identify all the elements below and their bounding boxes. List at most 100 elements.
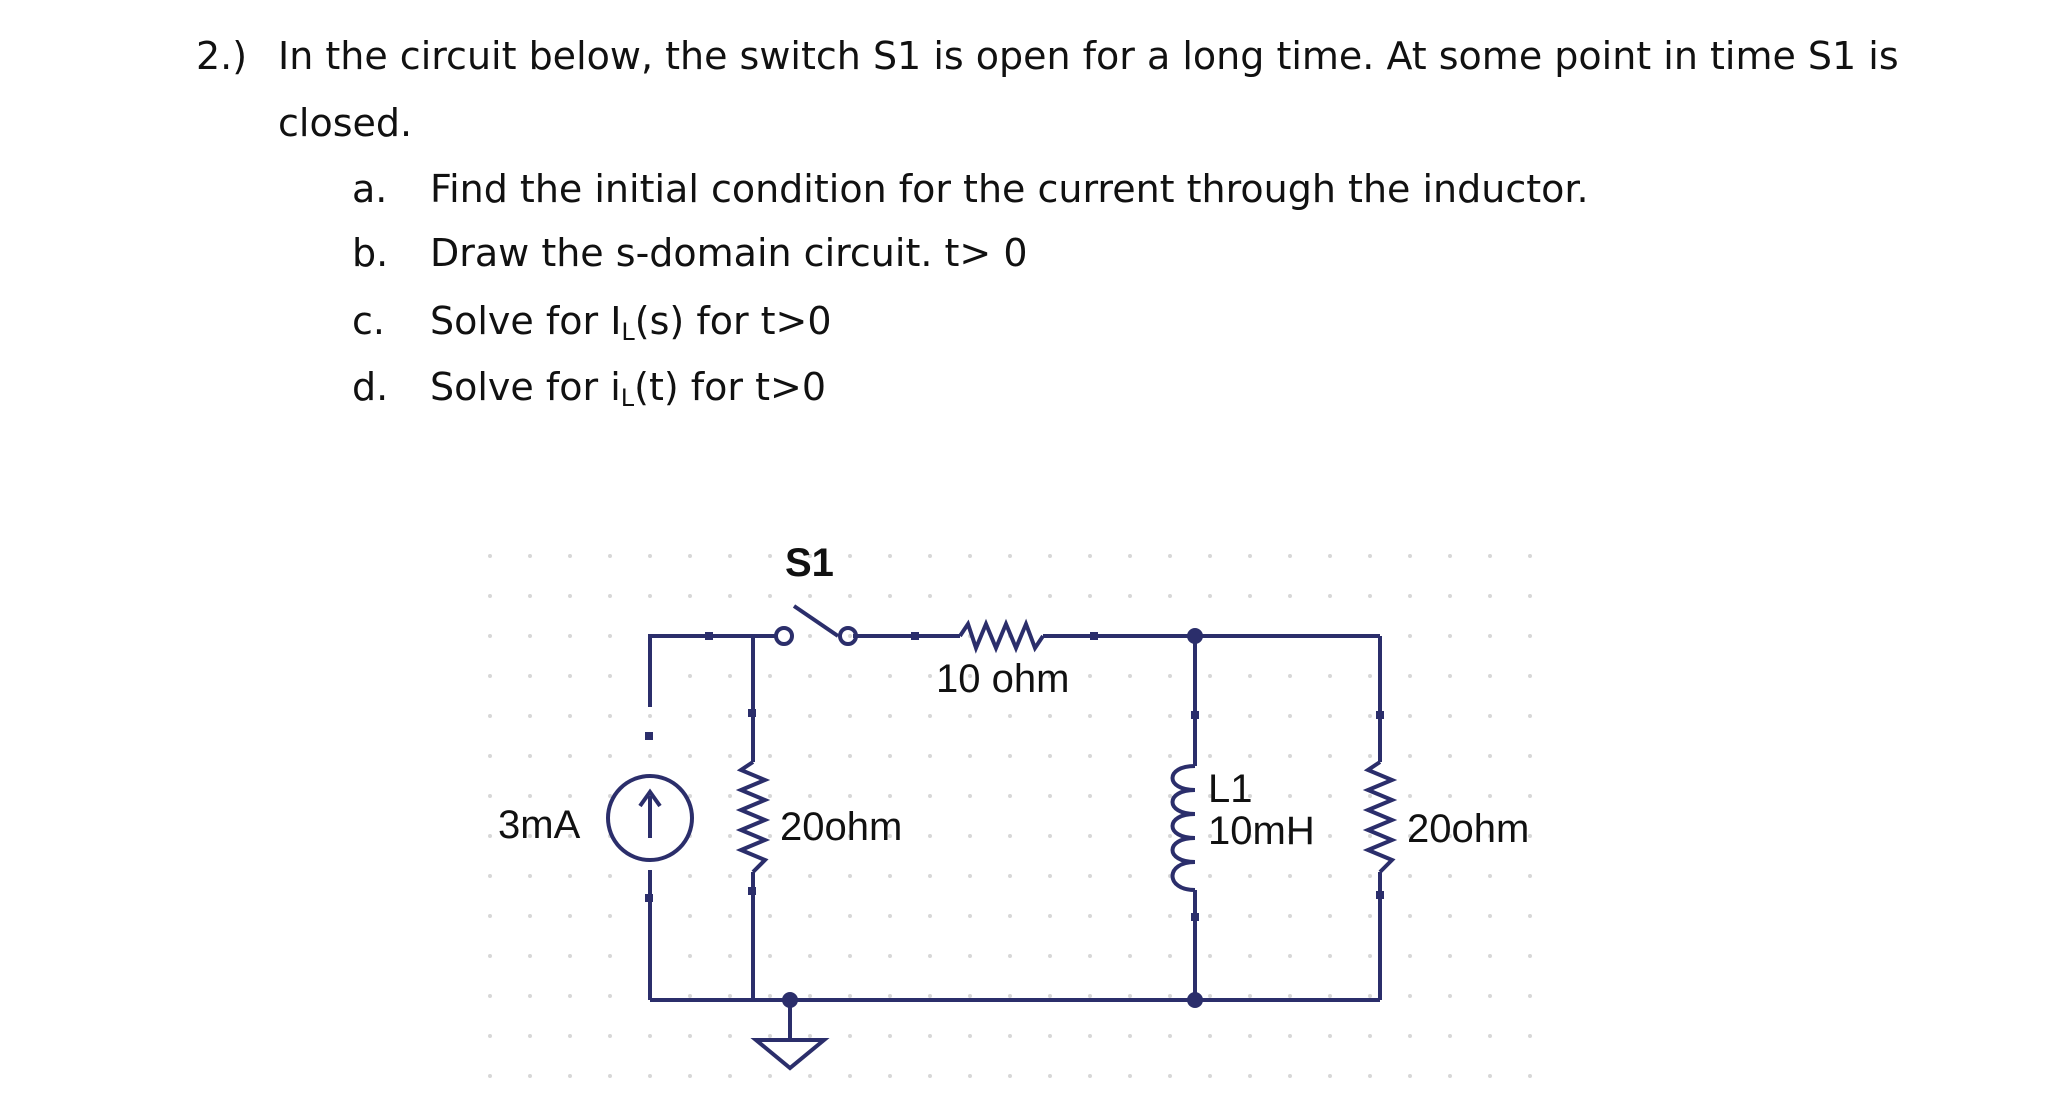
grid-dot — [1328, 834, 1332, 838]
grid-dot — [1088, 714, 1092, 718]
part-a-letter: a. — [352, 167, 388, 211]
grid-dot — [688, 794, 692, 798]
grid-dot — [608, 634, 612, 638]
switch-s1 — [774, 604, 858, 646]
grid-dot — [1128, 994, 1132, 998]
grid-dot — [1128, 954, 1132, 958]
grid-dot — [1368, 914, 1372, 918]
grid-dot — [1448, 874, 1452, 878]
grid-dot — [768, 554, 772, 558]
grid-dot — [968, 754, 972, 758]
grid-dot — [568, 674, 572, 678]
grid-dot — [1528, 554, 1532, 558]
grid-dot — [608, 954, 612, 958]
grid-dot — [848, 714, 852, 718]
grid-dot — [848, 594, 852, 598]
grid-dot — [1048, 754, 1052, 758]
grid-dot — [928, 714, 932, 718]
grid-dot — [1448, 1034, 1452, 1038]
grid-dot — [1208, 794, 1212, 798]
grid-dot — [1008, 994, 1012, 998]
grid-dot — [1088, 954, 1092, 958]
grid-dot — [1448, 634, 1452, 638]
grid-dot — [1128, 594, 1132, 598]
grid-dot — [1488, 634, 1492, 638]
grid-dot — [928, 914, 932, 918]
grid-dot — [1088, 874, 1092, 878]
part-d-pre: Solve for i — [430, 365, 621, 409]
grid-dot — [1328, 754, 1332, 758]
grid-dot — [768, 1034, 772, 1038]
grid-dot — [1448, 754, 1452, 758]
grid-dot — [1408, 794, 1412, 798]
grid-dot — [488, 674, 492, 678]
grid-dot — [1328, 554, 1332, 558]
pin — [1090, 632, 1098, 640]
grid-dot — [528, 674, 532, 678]
grid-dot — [1408, 754, 1412, 758]
part-c-post: (s) for t>0 — [634, 299, 832, 343]
grid-dot — [1048, 554, 1052, 558]
right-resistor — [1362, 760, 1398, 874]
grid-dot — [528, 714, 532, 718]
grid-dot — [968, 794, 972, 798]
grid-dot — [1328, 1074, 1332, 1078]
grid-dot — [1128, 794, 1132, 798]
grid-dot — [1208, 1074, 1212, 1078]
current-source — [606, 774, 694, 862]
grid-dot — [728, 954, 732, 958]
grid-dot — [1368, 794, 1372, 798]
grid-dot — [1128, 1074, 1132, 1078]
pin — [911, 632, 919, 640]
grid-dot — [1128, 1034, 1132, 1038]
grid-dot — [928, 874, 932, 878]
grid-dot — [1368, 714, 1372, 718]
grid-dot — [968, 874, 972, 878]
grid-dot — [888, 1074, 892, 1078]
grid-dot — [1448, 794, 1452, 798]
grid-dot — [1008, 594, 1012, 598]
ground-icon — [750, 1038, 830, 1071]
part-c-pre: Solve for I — [430, 299, 622, 343]
grid-dot — [488, 834, 492, 838]
grid-dot — [568, 994, 572, 998]
grid-dot — [728, 1074, 732, 1078]
grid-dot — [848, 1074, 852, 1078]
part-b-text: Draw the s-domain circuit. t> 0 — [430, 231, 1028, 275]
grid-dot — [848, 1034, 852, 1038]
grid-dot — [928, 754, 932, 758]
grid-dot — [648, 594, 652, 598]
grid-dot — [928, 834, 932, 838]
grid-dot — [888, 754, 892, 758]
grid-dot — [768, 1074, 772, 1078]
grid-dot — [1288, 1074, 1292, 1078]
grid-dot — [808, 1034, 812, 1038]
grid-dot — [928, 554, 932, 558]
inductor-value-label: 10mH — [1208, 809, 1315, 853]
grid-dot — [1248, 594, 1252, 598]
grid-dot — [1048, 1074, 1052, 1078]
grid-dot — [1368, 874, 1372, 878]
grid-dot — [1128, 874, 1132, 878]
grid-dot — [528, 914, 532, 918]
grid-dot — [1088, 674, 1092, 678]
grid-dot — [768, 914, 772, 918]
grid-dot — [488, 874, 492, 878]
grid-dot — [888, 954, 892, 958]
grid-dot — [1408, 1074, 1412, 1078]
grid-dot — [728, 554, 732, 558]
grid-dot — [1328, 714, 1332, 718]
grid-dot — [528, 994, 532, 998]
grid-dot — [608, 994, 612, 998]
grid-dot — [688, 954, 692, 958]
grid-dot — [1088, 794, 1092, 798]
grid-dot — [1248, 874, 1252, 878]
grid-dot — [608, 794, 612, 798]
part-c-text: Solve for IL(s) for t>0 — [430, 302, 832, 344]
grid-dot — [1048, 994, 1052, 998]
grid-dot — [928, 674, 932, 678]
grid-dot — [1448, 594, 1452, 598]
grid-dot — [608, 1034, 612, 1038]
grid-dot — [1368, 954, 1372, 958]
pin — [748, 709, 756, 717]
